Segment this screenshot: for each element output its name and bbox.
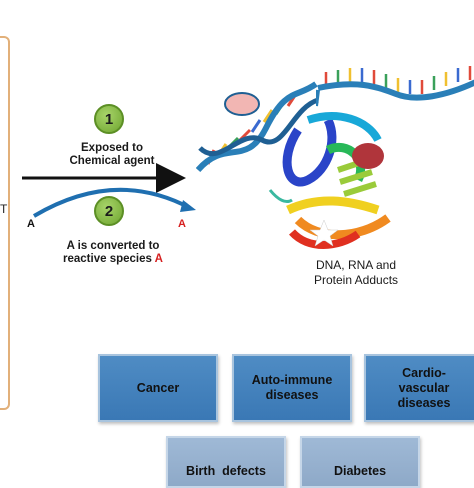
step-1-line1: Exposed to xyxy=(81,142,143,154)
molecule-a-left: A xyxy=(27,218,35,230)
adducts-line1: DNA, RNA and xyxy=(315,258,397,272)
adduct-marker-red xyxy=(352,143,384,169)
step-2-line2: reactive species A xyxy=(40,253,186,266)
molecule-a-right: A xyxy=(178,218,186,230)
protein-helix-orange xyxy=(294,214,391,240)
step-2-line2-text: reactive species xyxy=(63,253,155,265)
step-2-line1: A is converted to xyxy=(66,240,160,252)
reactive-species-highlight: A xyxy=(154,253,163,265)
step-2-number: 2 xyxy=(104,202,114,220)
reaction-arrows xyxy=(22,163,196,218)
step-1-line2: Chemical agent xyxy=(69,155,155,167)
step-2-label: A is converted to reactive species A xyxy=(40,240,186,266)
disease-box-autoimmune: Auto-immune diseases xyxy=(232,354,352,422)
curved-arrow-head xyxy=(180,200,196,212)
rna-strand-illustration xyxy=(316,66,474,107)
protein-helix-blue xyxy=(282,117,337,187)
left-panel-frame xyxy=(0,36,10,410)
step-1-circle: 1 xyxy=(94,104,124,134)
protein-helix-cyan xyxy=(306,112,382,143)
disease-box-birth-defects: Birth defects xyxy=(166,436,286,488)
dna-strand-a xyxy=(196,81,318,173)
disease-box-cardiovascular: Cardio- vascular diseases xyxy=(364,354,474,422)
disease-box-cancer: Cancer xyxy=(98,354,218,422)
rna-tail xyxy=(316,89,320,107)
protein-helix-red xyxy=(289,229,361,249)
protein-loop xyxy=(268,189,293,204)
adducts-label: DNA, RNA and Protein Adducts xyxy=(286,258,426,288)
disease-birth-defects-label: Birth defects xyxy=(186,464,266,478)
disease-cardio-line3: diseases xyxy=(397,395,451,410)
binding-site-star xyxy=(309,219,339,247)
rna-bases xyxy=(324,66,472,94)
disease-cancer-label: Cancer xyxy=(136,380,180,395)
rna-backbone xyxy=(317,79,474,101)
disease-cardio-line1: Cardio- xyxy=(402,365,446,380)
disease-box-diabetes: Diabetes xyxy=(300,436,420,488)
edge-letter: T xyxy=(0,202,8,216)
curved-arrow xyxy=(32,187,191,218)
disease-cardio-line2: vascular xyxy=(398,380,450,395)
disease-diabetes-label: Diabetes xyxy=(333,464,387,478)
step-1-number: 1 xyxy=(104,110,114,128)
step-1-label: Exposed to Chemical agent xyxy=(52,142,172,168)
protein-structure-illustration xyxy=(268,112,391,249)
adducts-line2: Protein Adducts xyxy=(313,273,399,287)
dna-helix-left-illustration xyxy=(196,81,319,173)
disease-autoimmune-line1: Auto-immune xyxy=(251,373,333,387)
adduct-marker-pink xyxy=(224,92,260,116)
step-2-circle: 2 xyxy=(94,196,124,226)
dna-strand-b xyxy=(198,97,319,157)
protein-helix-yellow xyxy=(286,196,380,215)
disease-autoimmune-line2: diseases xyxy=(265,388,319,402)
